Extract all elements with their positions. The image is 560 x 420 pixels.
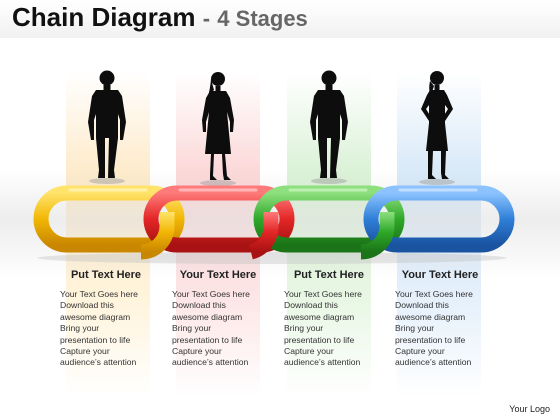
figure-1-shadow xyxy=(89,178,125,184)
businesswoman-silhouette-icon xyxy=(202,72,234,180)
stage-4-line: awesome diagram xyxy=(395,311,466,322)
stage-1-line: Capture your xyxy=(60,346,110,357)
stage-3-heading: Put Text Here xyxy=(293,269,365,281)
stage-2-line: Your Text Goes here xyxy=(172,289,250,299)
chain-link-3 xyxy=(253,185,405,253)
stage-1-line: awesome diagram xyxy=(60,311,131,322)
chain-link-4 xyxy=(363,185,515,253)
title-separator: - xyxy=(202,6,211,31)
stage-3-line: Bring your xyxy=(284,323,324,334)
stage-2-line: audience’s attention xyxy=(172,357,249,368)
stage-1-heading: Put Text Here xyxy=(70,269,142,281)
stage-4-line: Capture your xyxy=(395,346,445,357)
businessman-silhouette-icon xyxy=(310,70,348,178)
chain-shadow xyxy=(37,252,507,264)
stage-4-line: Bring your xyxy=(395,323,435,334)
stage-1-line: audience’s attention xyxy=(60,357,137,368)
chain-link-3-overlap xyxy=(360,212,395,260)
chain-link-1 xyxy=(33,185,185,253)
stage-2-line: awesome diagram xyxy=(172,311,243,322)
title-main: Chain Diagram xyxy=(12,2,196,32)
chain-link-2-overlap xyxy=(248,212,279,260)
chain-link-2 xyxy=(143,185,295,253)
stage-4-line: Download this xyxy=(395,300,449,311)
chain-link-1-overlap xyxy=(140,212,175,260)
stage-4-description: Your Text Goes here Download this awesom… xyxy=(395,289,495,369)
stage-4-line: presentation to life xyxy=(395,334,466,345)
stage-4-line: audience’s attention xyxy=(395,357,472,368)
stage-3-line: Your Text Goes here xyxy=(284,289,362,299)
stage-4-heading: Your Text Here xyxy=(401,269,479,281)
stage-2-heading: Your Text Here xyxy=(179,269,257,281)
stage-3-line: presentation to life xyxy=(284,334,355,345)
stage-1-line: presentation to life xyxy=(60,334,131,345)
stage-2-line: Bring your xyxy=(172,323,212,334)
figure-3-shadow xyxy=(311,178,347,184)
stage-3-line: audience’s attention xyxy=(284,357,361,368)
stage-1-line: Bring your xyxy=(60,323,100,334)
stage-3-description: Your Text Goes here Download this awesom… xyxy=(284,289,384,369)
stage-3-line: Download this xyxy=(284,300,338,311)
header-band xyxy=(0,0,560,38)
figure-4-shadow xyxy=(419,179,455,185)
stage-3-line: awesome diagram xyxy=(284,311,355,322)
stage-1-line: Your Text Goes here xyxy=(60,289,138,299)
logo-text: Your Logo xyxy=(509,404,550,414)
stage-2-line: presentation to life xyxy=(172,334,243,345)
stage-2-line: Download this xyxy=(172,300,226,311)
page-title: Chain Diagram - 4 Stages xyxy=(12,2,308,33)
businesswoman-silhouette-icon xyxy=(421,71,453,179)
businessman-silhouette-icon xyxy=(88,70,126,178)
stage-3-line: Capture your xyxy=(284,346,334,357)
stage-1-line: Download this xyxy=(60,300,114,311)
figure-2-shadow xyxy=(200,180,236,186)
stage-2-line: Capture your xyxy=(172,346,222,357)
title-subtitle: 4 Stages xyxy=(217,6,308,31)
stage-2-description: Your Text Goes here Download this awesom… xyxy=(172,289,272,369)
stage-1-description: Your Text Goes here Download this awesom… xyxy=(60,289,160,369)
stage-4-line: Your Text Goes here xyxy=(395,289,473,299)
